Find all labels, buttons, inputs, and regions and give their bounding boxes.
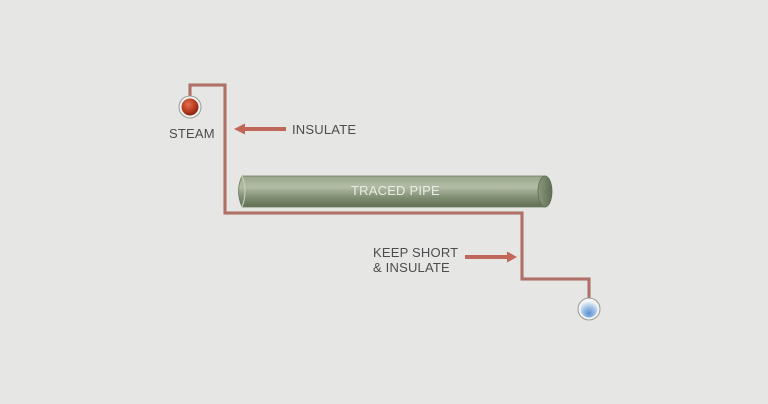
- traced-pipe: [238, 175, 553, 208]
- steam-trap-valve-icon: [577, 297, 601, 321]
- keep-short-arrow-icon: [465, 251, 517, 263]
- keep-short-label-line1: KEEP SHORT: [373, 245, 459, 260]
- steam-label: STEAM: [169, 126, 215, 141]
- tracer-line-highlight: [189, 84, 590, 300]
- steam-valve-icon: [178, 95, 202, 119]
- keep-short-label-line2: & INSULATE: [373, 260, 450, 275]
- traced-pipe-label: TRACED PIPE: [351, 183, 440, 198]
- insulate-arrow-icon: [234, 123, 286, 135]
- insulate-label: INSULATE: [292, 122, 357, 137]
